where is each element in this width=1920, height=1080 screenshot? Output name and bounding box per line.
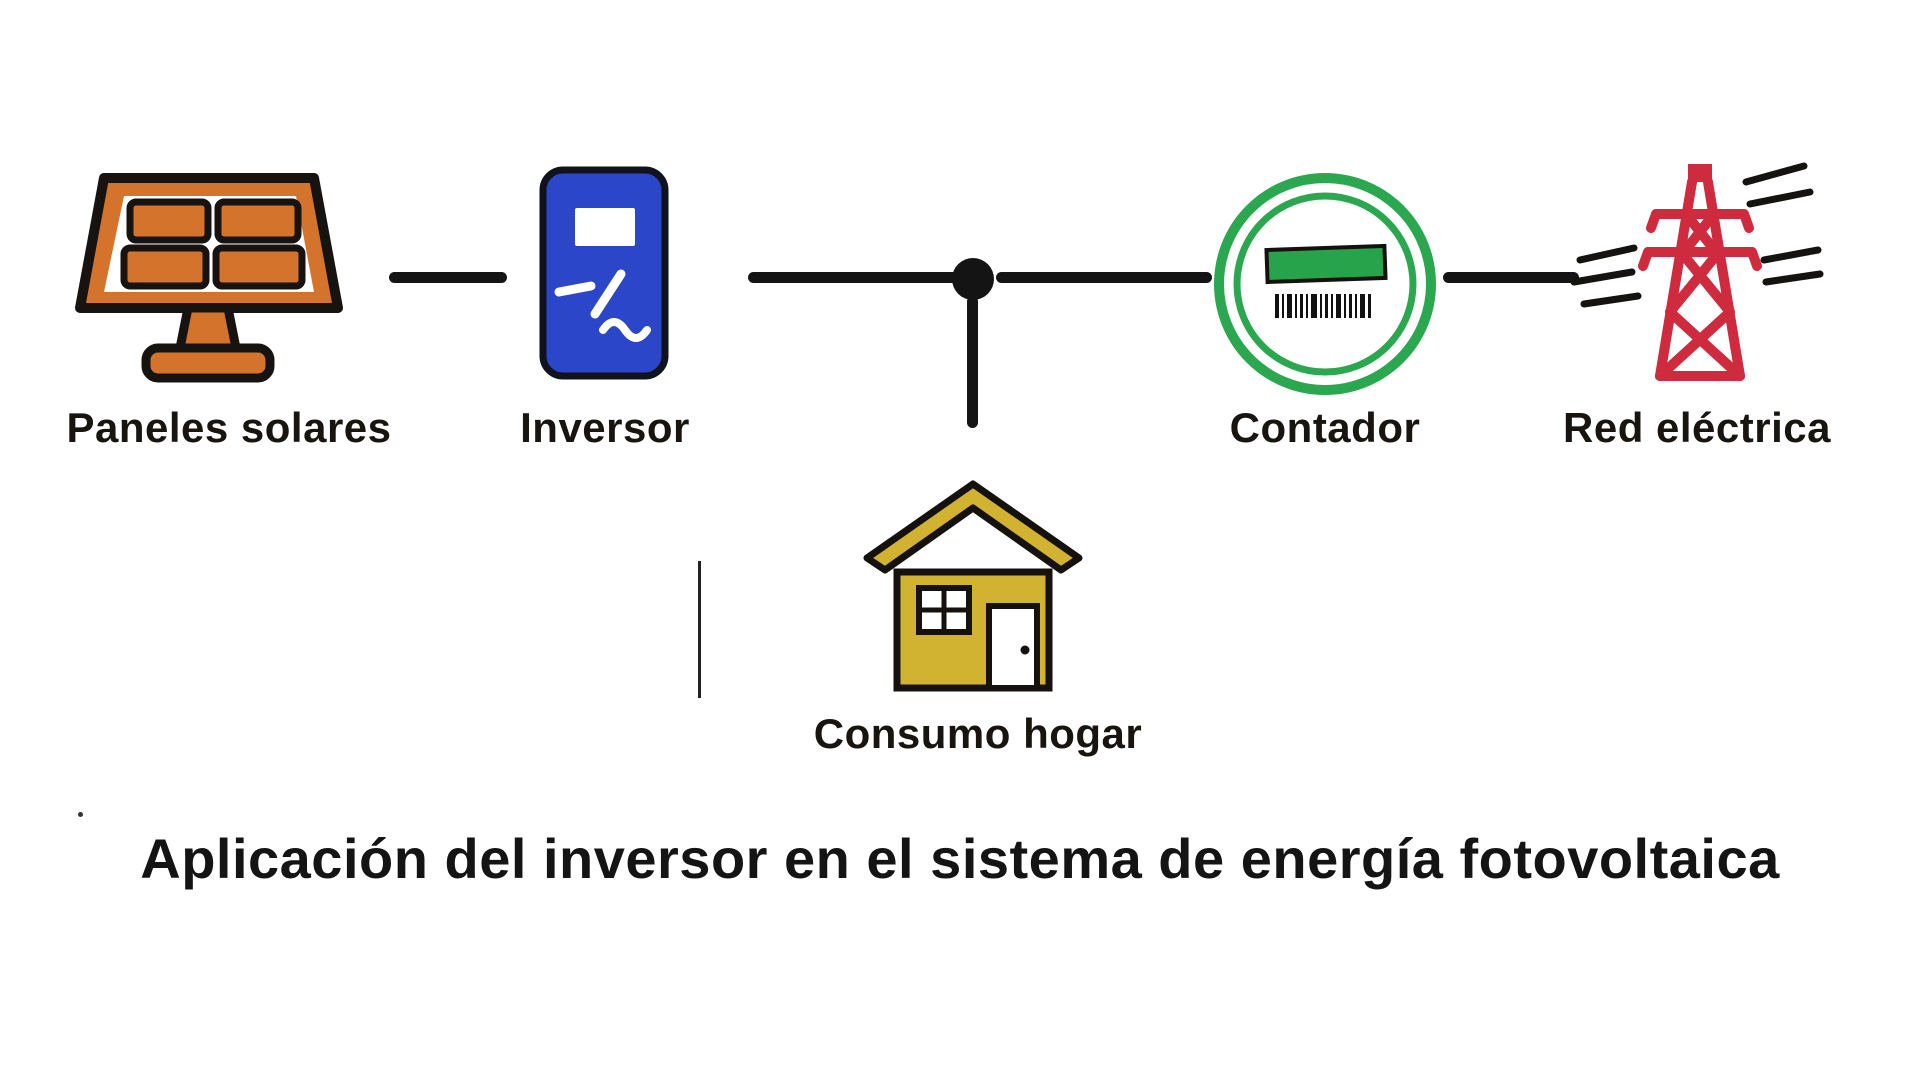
- connector-junction-meter: [996, 272, 1212, 283]
- label-red-electrica: Red eléctrica: [1563, 404, 1831, 451]
- power-spark-lines: [1570, 162, 1824, 308]
- label-contador: Contador: [1229, 404, 1421, 451]
- stray-dot: [78, 812, 83, 817]
- label-inversor: Inversor: [520, 404, 690, 451]
- diagram-title: Aplicación del inversor en el sistema de…: [140, 827, 1780, 890]
- label-consumo-hogar: Consumo hogar: [813, 710, 1143, 757]
- house-window: [916, 585, 972, 635]
- pylon-icon: [1560, 152, 1840, 402]
- junction-dot: [952, 258, 994, 300]
- house-icon: [857, 466, 1089, 698]
- house-door: [986, 603, 1040, 691]
- connector-inverter-junction: [748, 272, 964, 283]
- solar-panel-icon: [66, 158, 351, 403]
- inverter-display: [575, 208, 635, 246]
- label-paneles-solares: Paneles solares: [66, 404, 392, 451]
- meter-icon: [1209, 168, 1441, 400]
- stray-vertical-line: [698, 561, 701, 698]
- meter-barcode: [1275, 294, 1371, 318]
- inverter-icon: [533, 162, 675, 384]
- connector-panels-inverter: [389, 272, 507, 283]
- connector-meter-grid: [1443, 272, 1579, 283]
- connector-junction-home: [967, 296, 978, 428]
- meter-display: [1264, 243, 1388, 285]
